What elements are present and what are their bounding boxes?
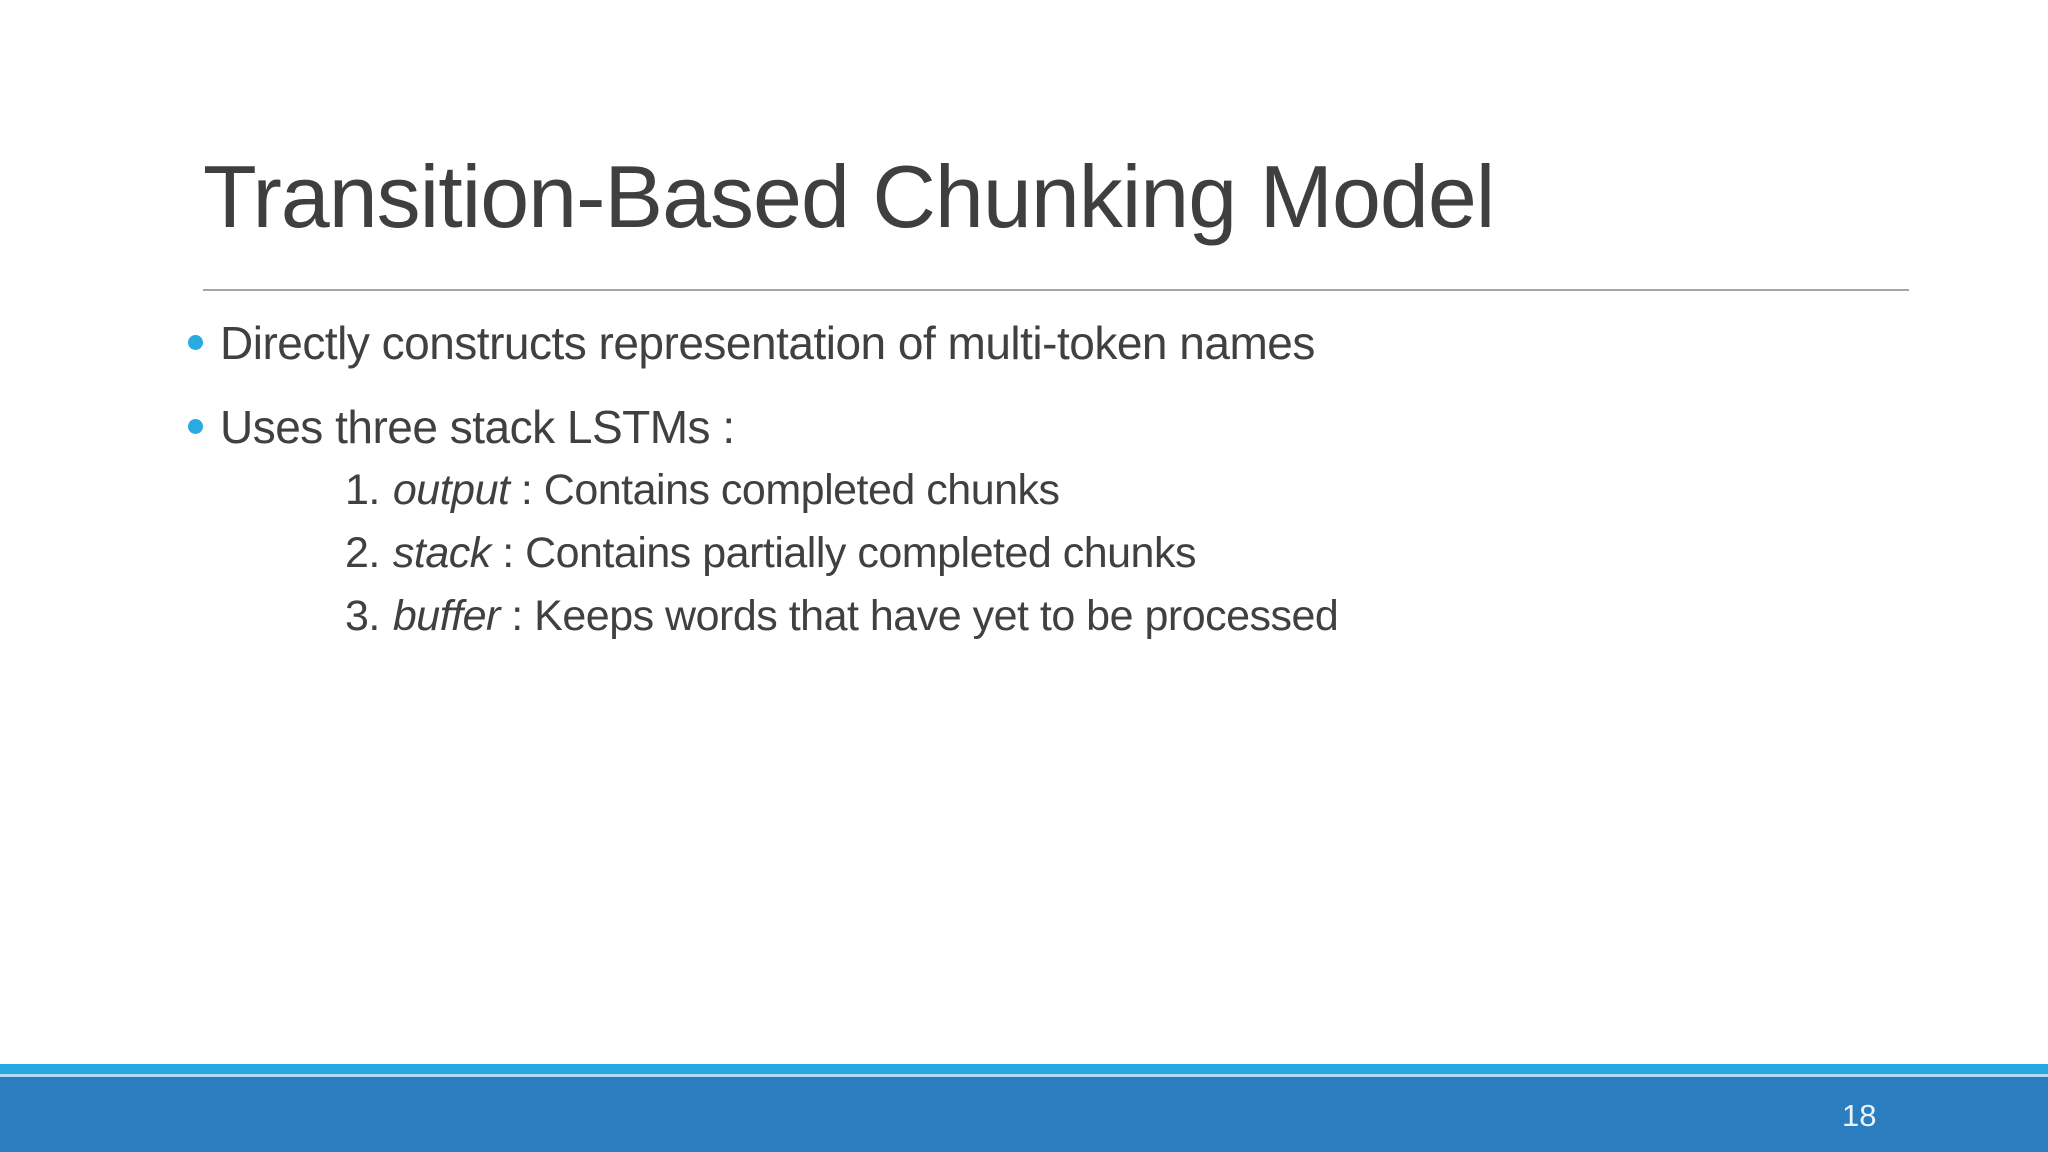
item-description: : Contains partially completed chunks xyxy=(490,529,1196,577)
numbered-item: 2.stack : Contains partially completed c… xyxy=(345,522,1338,585)
title-divider xyxy=(203,289,1909,291)
item-number: 3. xyxy=(345,592,380,640)
item-description: : Keeps words that have yet to be proces… xyxy=(499,592,1339,640)
slide-title: Transition-Based Chunking Model xyxy=(203,147,1495,246)
numbered-item: 1.output : Contains completed chunks xyxy=(345,459,1338,522)
item-term: stack xyxy=(392,529,491,577)
item-term: buffer xyxy=(392,592,500,640)
item-description: : Contains completed chunks xyxy=(509,466,1060,514)
bullet-text: Uses three stack LSTMs : xyxy=(220,401,735,453)
bullet-item: Uses three stack LSTMs : xyxy=(188,399,735,455)
bullet-item: Directly constructs representation of mu… xyxy=(188,315,1315,371)
item-term: output xyxy=(392,466,510,514)
footer-accent-strip xyxy=(0,1064,2048,1074)
footer-bar xyxy=(0,1077,2048,1152)
bullet-dot-icon xyxy=(188,335,203,351)
bullet-dot-icon xyxy=(188,419,203,435)
footer-divider-line xyxy=(0,1074,2048,1077)
item-number: 1. xyxy=(345,466,380,514)
numbered-list: 1.output : Contains completed chunks 2.s… xyxy=(345,459,1339,648)
bullet-text: Directly constructs representation of mu… xyxy=(220,317,1315,369)
item-number: 2. xyxy=(345,529,380,577)
page-number: 18 xyxy=(1842,1098,1877,1133)
numbered-item: 3.buffer : Keeps words that have yet to … xyxy=(345,585,1339,648)
